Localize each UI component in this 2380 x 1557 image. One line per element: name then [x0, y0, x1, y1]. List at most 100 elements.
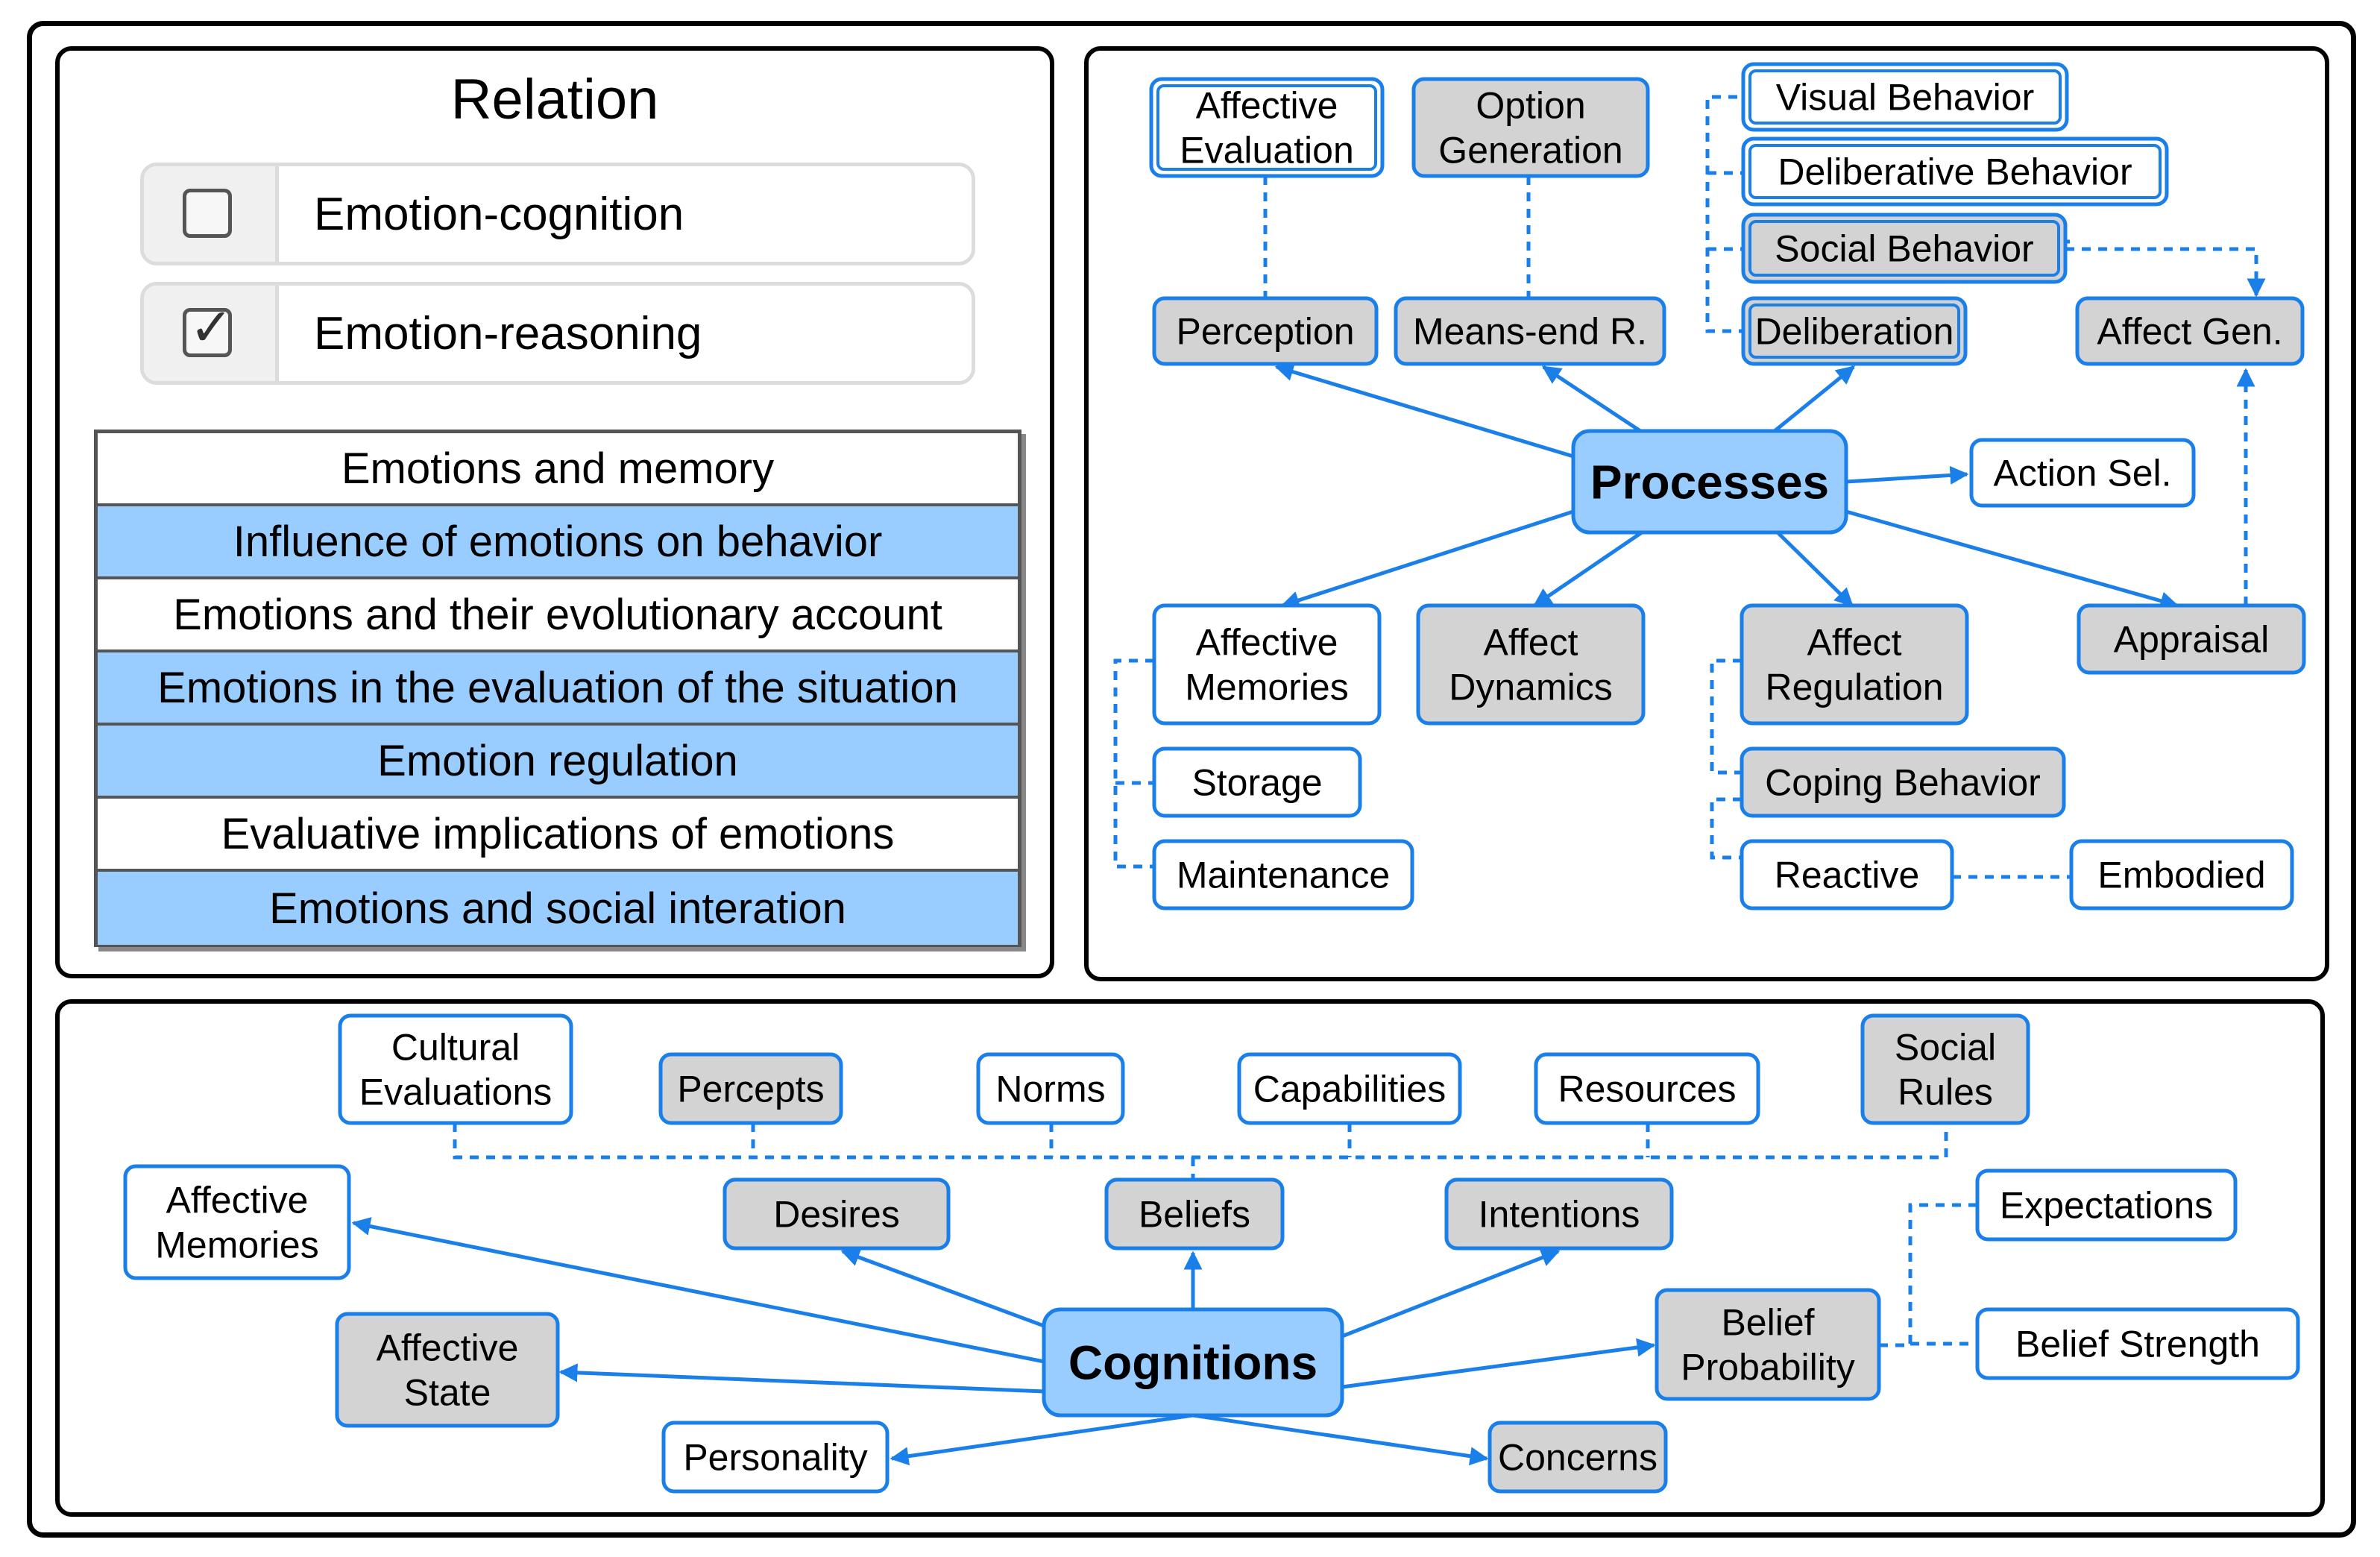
- processes-node-action-sel: Action Sel.: [1969, 438, 2196, 508]
- edge-processes-affective-memories: [1280, 509, 1574, 609]
- processes-node-means-end: Means-end R.: [1394, 296, 1666, 366]
- processes-panel: [1084, 46, 2329, 981]
- relation-title: Relation: [450, 68, 659, 131]
- cognitions-node-beliefs: Beliefs: [1104, 1177, 1285, 1251]
- topic-table: Emotions and memory Influence of emotion…: [94, 430, 1021, 947]
- node-label: Social: [1895, 1027, 1996, 1069]
- node-label: Maintenance: [1177, 855, 1390, 896]
- edge-cognitions-affective-state: [558, 1363, 1045, 1394]
- edge-processes-deliberation: [1773, 365, 1855, 432]
- option-label: Emotion-reasoning: [314, 307, 702, 359]
- node-label: Affect: [1484, 622, 1578, 664]
- edge-cognitions-desires: [840, 1248, 1045, 1328]
- node-label: Cognitions: [1068, 1336, 1318, 1389]
- processes-node-affect-gen: Affect Gen.: [2075, 296, 2305, 366]
- node-label: Dynamics: [1449, 667, 1612, 708]
- node-label: Social Behavior: [1775, 228, 2033, 270]
- cognitions-panel: [55, 999, 2325, 1517]
- processes-node-perception: Perception: [1152, 296, 1379, 366]
- processes-node-deliberation: Deliberation: [1741, 296, 1968, 366]
- topic-row-highlighted: Emotions in the evaluation of the situat…: [98, 652, 1018, 726]
- link-coping-reactive: [1710, 797, 1742, 860]
- edge-processes-means-end: [1541, 365, 1642, 433]
- option-emotion-cognition[interactable]: Emotion-cognition: [140, 163, 975, 265]
- node-label: Rules: [1898, 1072, 1993, 1113]
- node-label: Appraisal: [2114, 619, 2269, 661]
- node-label: Memories: [1185, 667, 1348, 708]
- node-label: Evaluations: [359, 1072, 552, 1113]
- node-label: Concerns: [1498, 1437, 1658, 1479]
- link-affect-regulation-coping: [1710, 658, 1742, 775]
- option-label: Emotion-cognition: [314, 188, 684, 240]
- outer-frame: [27, 21, 2356, 1538]
- link-belief-probability-expectations: [1879, 1203, 1977, 1347]
- node-label: Processes: [1590, 455, 1829, 509]
- cognitions-node-resources: Resources: [1534, 1052, 1760, 1125]
- node-label: Affect Gen.: [2097, 311, 2282, 353]
- checkbox-checked-icon[interactable]: ✓: [183, 301, 233, 357]
- edge-cognitions-personality: [890, 1413, 1194, 1466]
- node-label: Deliberative Behavior: [1778, 151, 2132, 193]
- cognitions-node-norms: Norms: [976, 1052, 1125, 1125]
- node-label: Beliefs: [1139, 1194, 1250, 1236]
- topic-row-highlighted: Emotions and social interation: [98, 872, 1018, 945]
- node-label: Expectations: [2000, 1185, 2213, 1227]
- checkmark-icon: ✓: [189, 297, 233, 358]
- edge-processes-affect-dynamics: [1532, 530, 1643, 608]
- node-label: Cultural: [391, 1027, 520, 1069]
- node-label: Reactive: [1775, 855, 1920, 896]
- node-label: Coping Behavior: [1765, 762, 2041, 804]
- node-label: Desires: [773, 1194, 899, 1236]
- processes-node-storage: Storage: [1152, 746, 1362, 818]
- node-label: Visual Behavior: [1776, 77, 2035, 119]
- edge-cognitions-concerns: [1192, 1413, 1489, 1466]
- processes-node-visual-behavior: Visual Behavior: [1741, 62, 2069, 132]
- checkbox-unchecked-icon[interactable]: [183, 189, 232, 238]
- link-beliefs-sources: [453, 1123, 1948, 1160]
- node-label: Belief Strength: [2015, 1324, 2260, 1365]
- cognitions-node-desires: Desires: [722, 1177, 951, 1251]
- node-label: Affective: [166, 1180, 309, 1221]
- node-label: Percepts: [677, 1069, 824, 1110]
- edge-cognitions-belief-probability: [1341, 1338, 1656, 1389]
- edge-processes-affect-regulation: [1776, 531, 1854, 607]
- option-emotion-reasoning[interactable]: ✓ Emotion-reasoning: [140, 282, 975, 385]
- node-label: Memories: [155, 1224, 318, 1266]
- topic-row: Emotions and memory: [98, 433, 1018, 506]
- node-label: Affective: [1196, 622, 1338, 664]
- node-label: Evaluation: [1180, 130, 1354, 172]
- cognitions-node-concerns: Concerns: [1488, 1421, 1668, 1494]
- node-label: Norms: [995, 1069, 1105, 1110]
- processes-node-appraisal: Appraisal: [2077, 603, 2306, 675]
- processes-node-hub: Processes: [1571, 429, 1848, 535]
- processes-node-coping-behavior: Coping Behavior: [1740, 746, 2066, 818]
- cognitions-node-intentions: Intentions: [1444, 1177, 1674, 1251]
- link-affective-memories-children: [1113, 658, 1154, 869]
- node-label: Probability: [1681, 1347, 1854, 1388]
- processes-node-embodied: Embodied: [2069, 839, 2294, 910]
- node-label: Action Sel.: [1993, 453, 2171, 494]
- cognitions-node-personality: Personality: [661, 1421, 890, 1494]
- node-label: Regulation: [1765, 667, 1943, 708]
- checkbox-cell: [144, 166, 279, 262]
- processes-node-social-behavior: Social Behavior: [1741, 213, 2068, 284]
- edge-processes-appraisal: [1845, 509, 2179, 610]
- node-label: Personality: [683, 1437, 867, 1479]
- processes-node-deliberative-behavior: Deliberative Behavior: [1741, 136, 2169, 207]
- node-label: Resources: [1558, 1069, 1737, 1110]
- node-label: Generation: [1438, 130, 1622, 172]
- cognitions-node-capabilities: Capabilities: [1237, 1052, 1462, 1125]
- node-label: Means-end R.: [1413, 311, 1647, 353]
- edge-processes-perception: [1274, 362, 1574, 459]
- node-label: Affect: [1807, 622, 1902, 664]
- cognitions-node-belief-strength: Belief Strength: [1975, 1307, 2300, 1380]
